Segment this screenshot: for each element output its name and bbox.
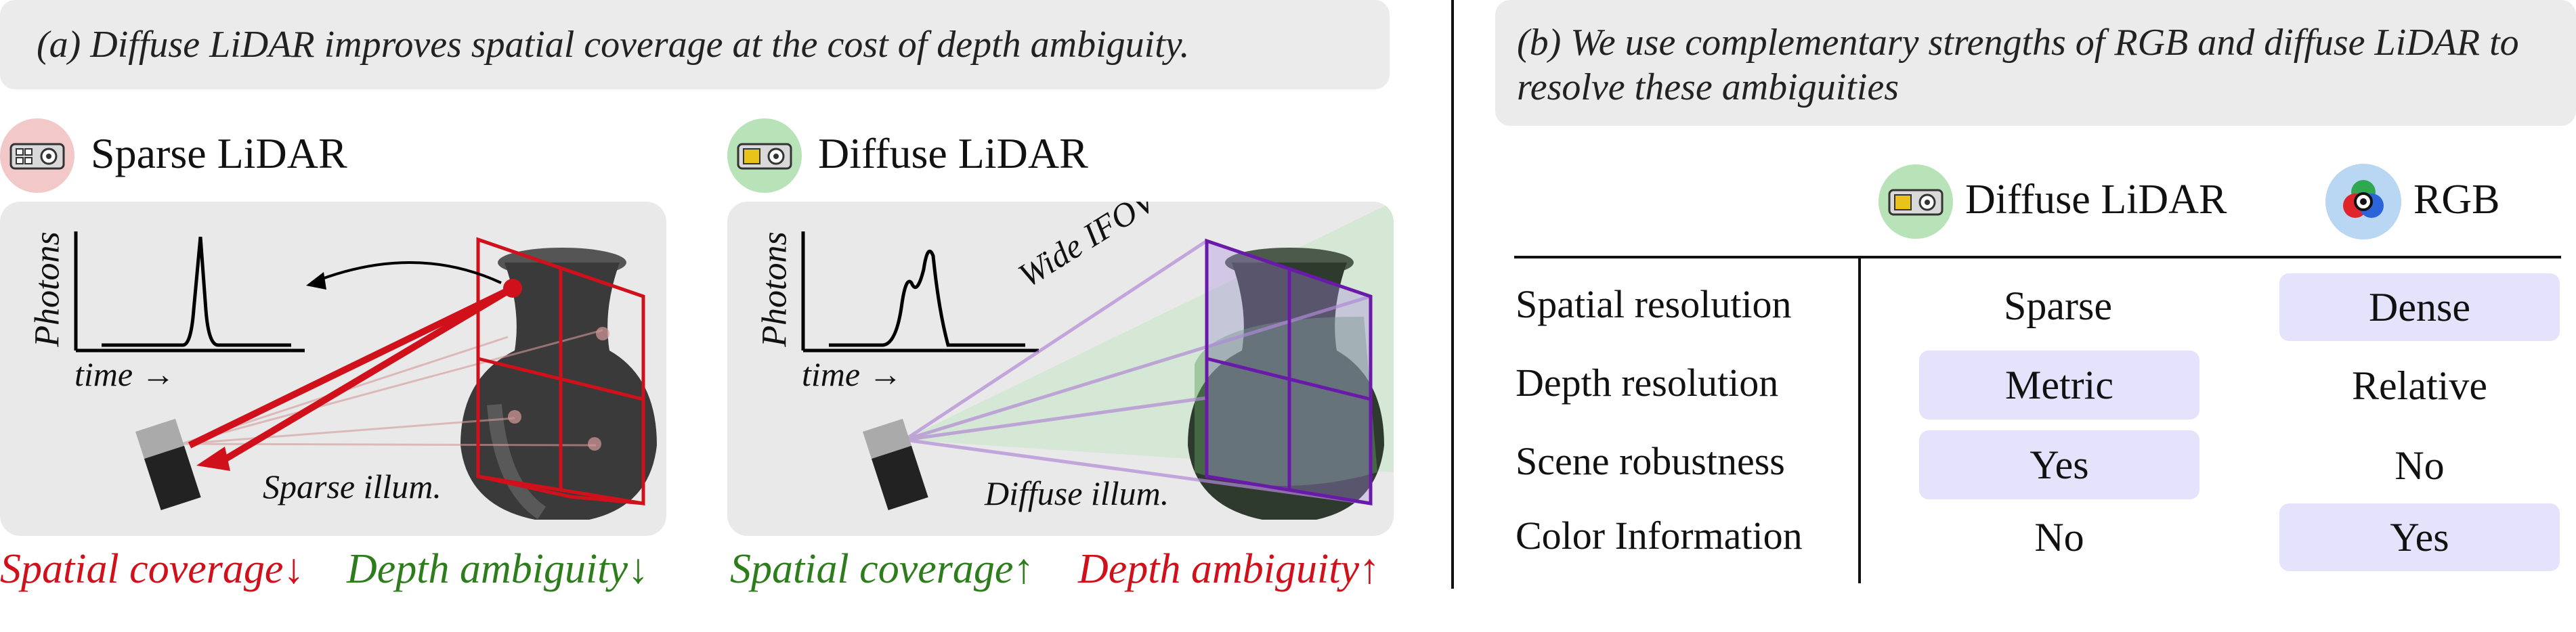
sparse-lidar-header: Sparse LiDAR bbox=[0, 115, 379, 196]
row-value-diffuse: No bbox=[2034, 515, 2084, 560]
row-value-rgb: Dense bbox=[2279, 273, 2560, 341]
row-label: Color Information bbox=[1516, 514, 1803, 558]
diffuse-lidar-icon bbox=[1879, 164, 1953, 239]
sparse-panel: Photons time → Sparse illum. bbox=[0, 202, 666, 536]
diffuse-illum-label: Diffuse illum. bbox=[985, 474, 1169, 512]
col-diffuse-lidar: Diffuse LiDAR bbox=[1965, 177, 2227, 223]
row-label: Depth resolution bbox=[1516, 361, 1779, 405]
row-label: Spatial resolution bbox=[1516, 282, 1792, 326]
diffuse-spatial-coverage: Spatial coverage↑ bbox=[730, 546, 1035, 592]
table-row: Color Information No Yes bbox=[1514, 502, 2561, 575]
diffuse-depth-ambiguity: Depth ambiguity↑ bbox=[1078, 546, 1380, 592]
row-value-rgb: Yes bbox=[2279, 503, 2560, 571]
table-header-rgb: RGB bbox=[2325, 162, 2529, 241]
diffuse-illustration bbox=[801, 202, 1394, 520]
diffuse-lidar-icon bbox=[727, 118, 802, 193]
sparse-ylabel: Photons bbox=[28, 231, 67, 347]
diffuse-xlabel: time → bbox=[802, 355, 903, 393]
left-caption: (a) Diffuse LiDAR improves spatial cover… bbox=[0, 0, 1390, 89]
section-divider bbox=[1451, 0, 1454, 589]
diffuse-panel: Photons time → Wide IFOV Diffuse illum. bbox=[727, 202, 1394, 536]
right-caption: (b) We use complementary strengths of RG… bbox=[1495, 0, 2576, 126]
row-value-rgb: Relative bbox=[2352, 363, 2487, 408]
table-header-diffuse: Diffuse LiDAR bbox=[1879, 162, 2258, 241]
sparse-spatial-coverage: Spatial coverage↓ bbox=[0, 546, 305, 592]
sparse-xlabel: time → bbox=[74, 355, 175, 393]
table-row: Scene robustness Yes No bbox=[1514, 428, 2561, 501]
row-label: Scene robustness bbox=[1516, 439, 1785, 483]
sparse-illustration bbox=[74, 231, 657, 520]
table-row: Depth resolution Metric Relative bbox=[1514, 349, 2561, 422]
row-value-rgb: No bbox=[2395, 443, 2445, 488]
sparse-lidar-icon bbox=[0, 118, 74, 193]
col-rgb: RGB bbox=[2413, 177, 2500, 223]
row-value-diffuse: Metric bbox=[1919, 351, 2199, 420]
table-header-rule bbox=[1514, 256, 2561, 258]
sparse-depth-ambiguity: Depth ambiguity↓ bbox=[347, 546, 649, 592]
sparse-illum-label: Sparse illum. bbox=[263, 468, 442, 505]
row-value-diffuse: Yes bbox=[1919, 430, 2199, 499]
sparse-lidar-title: Sparse LiDAR bbox=[91, 129, 347, 177]
right-caption-text: (b) We use complementary strengths of RG… bbox=[1517, 22, 2519, 108]
row-value-diffuse: Sparse bbox=[2004, 284, 2112, 328]
diffuse-ylabel: Photons bbox=[755, 231, 794, 347]
table-column-rule bbox=[1858, 257, 1861, 583]
diffuse-lidar-header: Diffuse LiDAR bbox=[727, 115, 1107, 196]
table-row: Spatial resolution Sparse Dense bbox=[1514, 271, 2561, 344]
rgb-icon bbox=[2325, 164, 2401, 240]
left-caption-text: (a) Diffuse LiDAR improves spatial cover… bbox=[37, 24, 1190, 66]
diffuse-lidar-title: Diffuse LiDAR bbox=[818, 129, 1088, 177]
